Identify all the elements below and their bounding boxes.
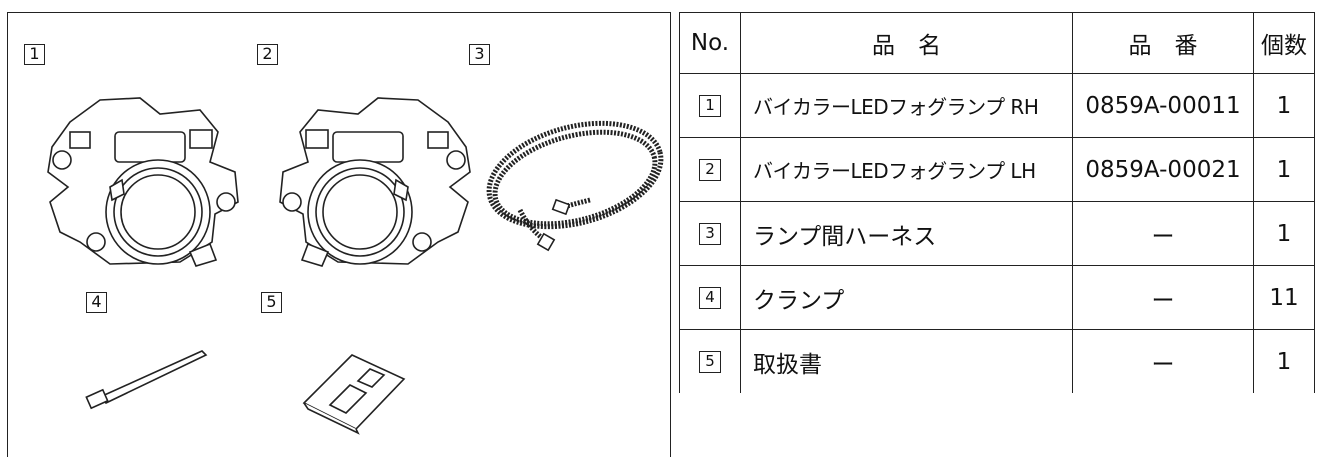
table-row: 3 ランプ間ハーネス ー 1 — [679, 201, 1315, 266]
row-no: 4 — [679, 265, 741, 330]
row-name: ランプ間ハーネス — [740, 201, 1073, 266]
table-row: 1 バイカラーLEDフォグランプ RH 0859A-00011 1 — [679, 73, 1315, 138]
table-header-row: No. 品 名 品 番 個数 — [679, 12, 1315, 74]
row-no: 3 — [679, 201, 741, 266]
row-part-number: ー — [1072, 329, 1254, 393]
row-qty: 1 — [1253, 137, 1315, 202]
manual-illustration — [302, 354, 406, 435]
row-qty: 1 — [1253, 73, 1315, 138]
row-no: 2 — [679, 137, 741, 202]
row-qty: 11 — [1253, 265, 1315, 330]
row-name: 取扱書 — [740, 329, 1073, 393]
table-row: 2 バイカラーLEDフォグランプ LH 0859A-00021 1 — [679, 137, 1315, 202]
fog-lamp-lh-illustration — [279, 97, 471, 267]
clamp-illustration — [85, 350, 208, 410]
row-part-number: 0859A-00021 — [1072, 137, 1254, 202]
row-name: バイカラーLEDフォグランプ RH — [740, 73, 1073, 138]
header-no: No. — [679, 12, 741, 74]
row-no: 1 — [679, 73, 741, 138]
header-name: 品 名 — [740, 12, 1073, 74]
fog-lamp-rh-illustration — [47, 97, 239, 267]
item-badge-2: 2 — [257, 44, 278, 65]
harness-illustration — [486, 120, 664, 252]
item-badge-4: 4 — [86, 292, 107, 313]
row-qty: 1 — [1253, 201, 1315, 266]
item-badge-3: 3 — [469, 44, 490, 65]
header-qty: 個数 — [1253, 12, 1315, 74]
row-qty: 1 — [1253, 329, 1315, 393]
row-name: バイカラーLEDフォグランプ LH — [740, 137, 1073, 202]
row-no: 5 — [679, 329, 741, 393]
header-part-number: 品 番 — [1072, 12, 1254, 74]
table-row: 4 クランプ ー 11 — [679, 265, 1315, 330]
row-name: クランプ — [740, 265, 1073, 330]
illustration-panel — [7, 12, 671, 457]
item-badge-1: 1 — [24, 44, 45, 65]
row-part-number: ー — [1072, 201, 1254, 266]
parts-table: No. 品 名 品 番 個数 1 バイカラーLEDフォグランプ RH 0859A… — [679, 12, 1315, 393]
table-row: 5 取扱書 ー 1 — [679, 329, 1315, 393]
row-part-number: ー — [1072, 265, 1254, 330]
item-badge-5: 5 — [261, 292, 282, 313]
row-part-number: 0859A-00011 — [1072, 73, 1254, 138]
